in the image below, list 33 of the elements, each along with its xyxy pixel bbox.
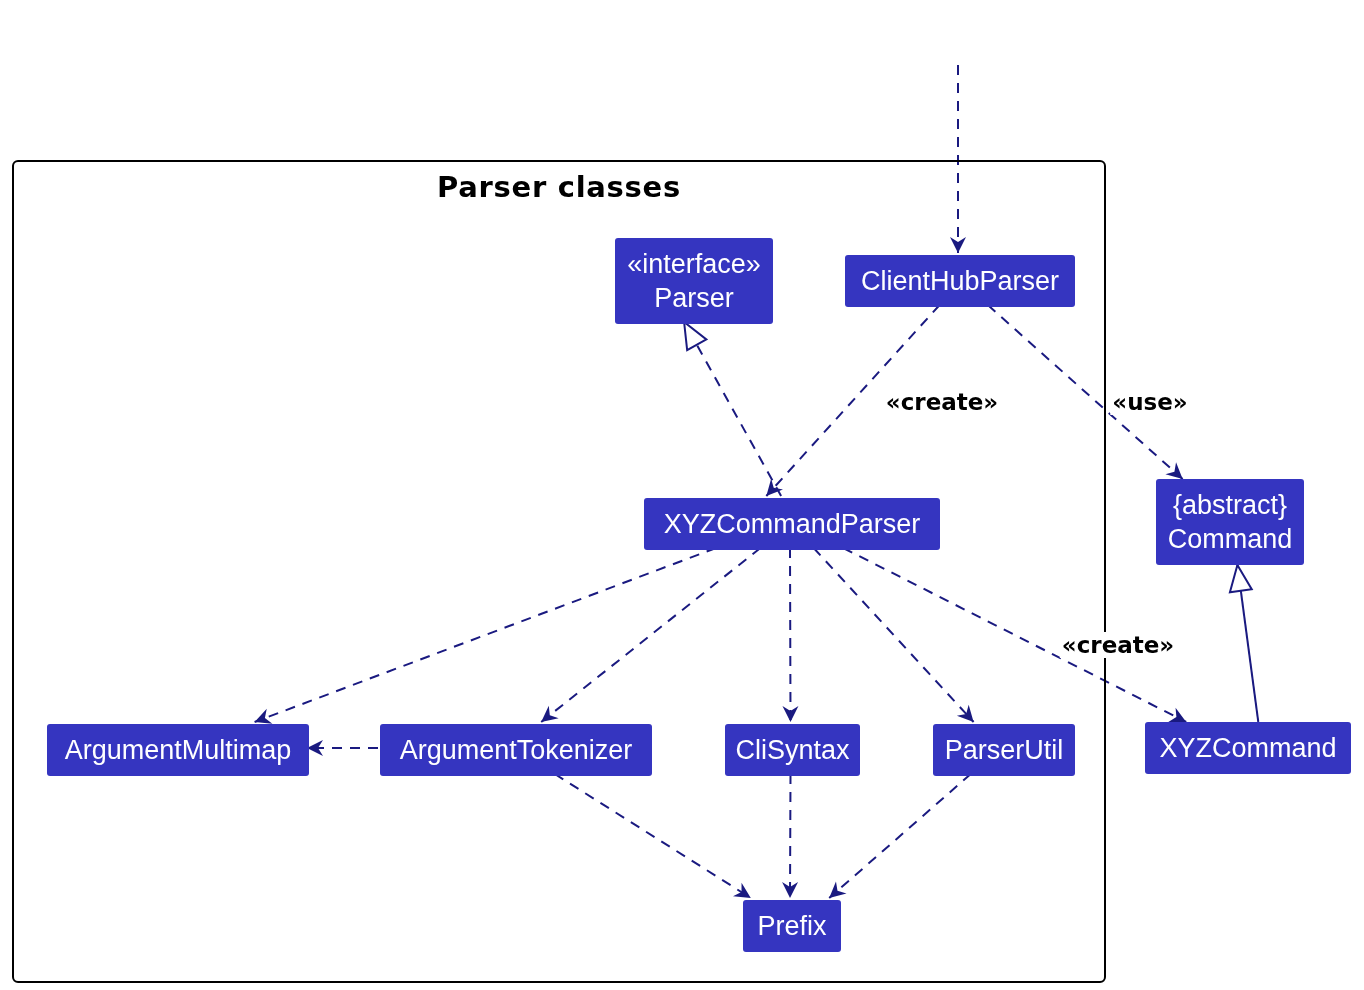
dependency-arrow	[540, 547, 762, 723]
class-name: ArgumentTokenizer	[399, 734, 633, 767]
inheritance-arrow	[683, 321, 783, 497]
class-box	[1156, 479, 1304, 565]
dependency-arrow	[812, 547, 975, 723]
class-box	[933, 724, 1075, 776]
class-box	[47, 724, 309, 776]
dependency-arrow	[765, 304, 941, 497]
dependency-arrow	[950, 64, 966, 254]
package-title: Parser classes	[437, 169, 681, 206]
inheritance-arrow	[1228, 564, 1260, 723]
class-name: XYZCommand	[1159, 732, 1337, 765]
dependency-arrow	[782, 547, 799, 723]
class-box	[1145, 722, 1351, 774]
class-box	[380, 724, 652, 776]
class-box	[725, 724, 860, 776]
class-name: Parser	[654, 282, 734, 315]
class-box	[615, 238, 773, 324]
stereotype-text: {abstract}	[1172, 489, 1288, 522]
class-box	[743, 900, 841, 952]
class-name: ClientHubParser	[860, 265, 1060, 298]
class-name: ParserUtil	[944, 734, 1064, 767]
class-name: XYZCommandParser	[663, 508, 921, 541]
dependency-arrow	[782, 773, 799, 899]
class-box	[644, 498, 940, 550]
class-box	[845, 255, 1075, 307]
dependency-arrow	[828, 773, 972, 899]
class-name: CliSyntax	[735, 734, 850, 767]
dependency-arrow	[986, 304, 1184, 480]
class-name: Command	[1167, 523, 1293, 556]
stereotype-text: «interface»	[627, 248, 761, 281]
class-name: Prefix	[757, 910, 827, 943]
class-name: ArgumentMultimap	[64, 734, 292, 767]
